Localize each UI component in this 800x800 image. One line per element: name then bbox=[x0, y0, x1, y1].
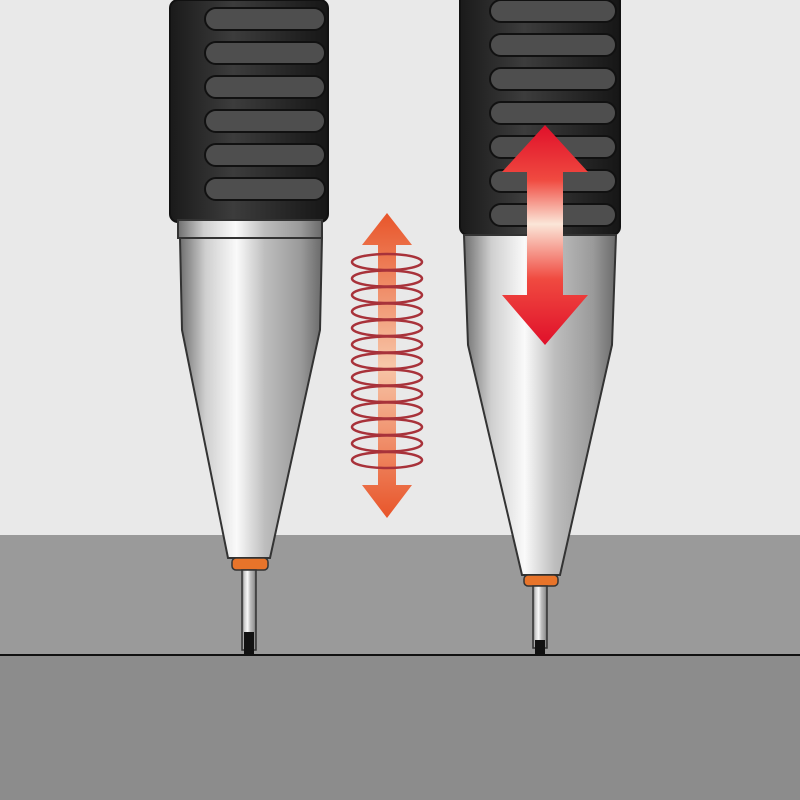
right-lead-pipe bbox=[532, 585, 548, 649]
right-pencil bbox=[459, 0, 621, 655]
right-sleeve-ring bbox=[523, 574, 559, 587]
left-cone bbox=[178, 237, 324, 559]
spring-double-arrow-icon bbox=[362, 213, 412, 518]
spring-coil bbox=[350, 450, 424, 470]
table-surface bbox=[0, 535, 800, 655]
right-lead bbox=[535, 640, 545, 655]
double-arrow-icon bbox=[502, 125, 588, 345]
right-cone bbox=[462, 234, 618, 576]
left-sleeve-ring bbox=[231, 557, 269, 571]
background bbox=[0, 0, 800, 535]
left-pencil bbox=[169, 0, 329, 654]
table-front bbox=[0, 655, 800, 800]
left-ring bbox=[177, 219, 323, 239]
left-lead bbox=[244, 632, 254, 654]
spring-icon bbox=[350, 213, 424, 518]
